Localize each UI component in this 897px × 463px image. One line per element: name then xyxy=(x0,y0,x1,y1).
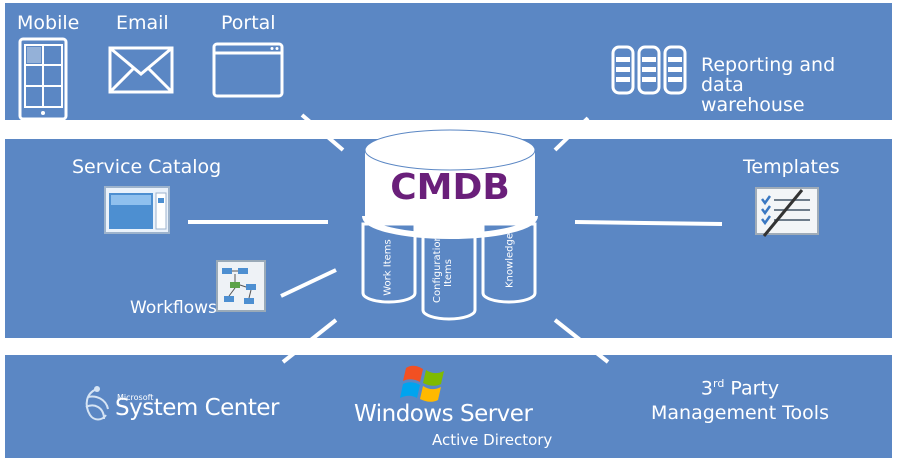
mobile-label: Mobile xyxy=(17,12,80,34)
service-catalog-label: Service Catalog xyxy=(72,156,222,178)
cylinder-label-work-items: Work Items xyxy=(382,239,394,296)
third-party-ordinal-suffix: rd xyxy=(712,377,725,390)
system-center-brand: Microsoft xyxy=(117,393,154,402)
cmdb-drum-body xyxy=(365,150,535,236)
cmdb-title: CMDB xyxy=(390,167,510,208)
connector-system-center xyxy=(281,318,338,364)
windows-server-name: Windows Server xyxy=(354,401,533,427)
cylinder-work-items xyxy=(361,222,417,304)
system-center-name: System Center xyxy=(115,395,280,421)
connector-third-party xyxy=(553,318,610,364)
connector-workflows xyxy=(280,268,337,298)
envelope-icon xyxy=(108,46,174,94)
database-cylinders-icon xyxy=(611,45,687,95)
connector-templates xyxy=(574,220,723,226)
cylinder-configuration-items xyxy=(421,234,477,321)
third-party-text: Party Management Tools xyxy=(650,377,829,425)
templates-label: Templates xyxy=(743,156,840,178)
mobile-phone-icon xyxy=(18,37,68,121)
bottom-band xyxy=(5,355,892,458)
windows-server-subtitle: Active Directory xyxy=(432,431,553,449)
workflow-diagram-icon xyxy=(216,260,266,312)
cmdb-database xyxy=(361,129,538,321)
workflows-label: Workflows xyxy=(130,298,217,318)
top-band xyxy=(5,3,892,120)
cmdb-drum-top xyxy=(364,129,536,171)
checklist-template-icon xyxy=(755,187,819,237)
portal-label: Portal xyxy=(221,12,276,34)
browser-window-icon xyxy=(212,42,284,98)
windows-flag-logo-icon xyxy=(400,365,444,402)
third-party-ordinal: 3 xyxy=(700,377,713,400)
cylinder-knowledge xyxy=(481,222,537,304)
service-catalog-icon xyxy=(104,186,170,234)
reporting-label: Reporting and data warehouse xyxy=(701,54,836,116)
cylinder-label-configuration-items: Configuration Items xyxy=(432,235,454,303)
cylinder-label-knowledge: Knowledge xyxy=(504,233,516,288)
email-label: Email xyxy=(116,12,169,34)
third-party-label: 3rd Party Management Tools xyxy=(650,371,830,426)
system-center-logo-icon xyxy=(85,386,109,421)
connector-mobile xyxy=(300,113,345,152)
connector-reporting xyxy=(553,116,590,152)
